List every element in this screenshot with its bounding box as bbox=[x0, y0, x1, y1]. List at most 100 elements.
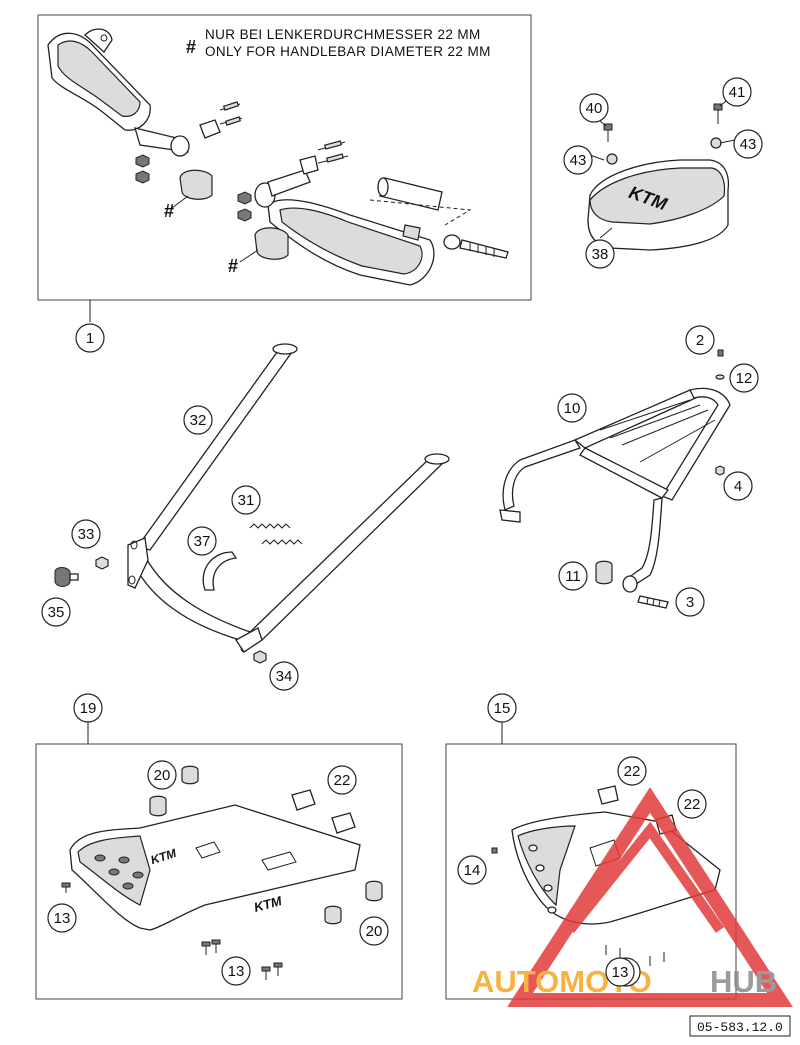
callout-layer: 1234101112131313141519202022222231323334… bbox=[41, 77, 763, 987]
callout-label: 22 bbox=[334, 772, 351, 789]
callout-circle bbox=[675, 587, 705, 617]
callout-31: 31 bbox=[231, 485, 261, 515]
handguard-kit-group: # NUR BEI LENKERDURCHMESSER 22 MM ONLY F… bbox=[37, 14, 532, 301]
callout-1: 1 bbox=[75, 323, 105, 353]
callout-circle bbox=[71, 519, 101, 549]
callout-label: 22 bbox=[624, 763, 641, 780]
callout-22: 22 bbox=[677, 789, 707, 819]
luggage-rack-drawing bbox=[499, 349, 731, 609]
callout-label: 2 bbox=[696, 332, 704, 349]
callout-20: 20 bbox=[359, 916, 389, 946]
callout-circle bbox=[183, 405, 213, 435]
skid-plate-logo-lettering: KTM bbox=[252, 893, 284, 915]
callout-label: 38 bbox=[592, 246, 609, 263]
callout-label: 19 bbox=[80, 700, 97, 717]
callout-circle bbox=[558, 561, 588, 591]
callout-circle bbox=[557, 393, 587, 423]
callout-label: 37 bbox=[194, 533, 211, 550]
callout-label: 43 bbox=[570, 152, 587, 169]
callout-label: 10 bbox=[564, 400, 581, 417]
reference-code: 05-583.12.0 bbox=[697, 1020, 783, 1035]
callout-label: 11 bbox=[565, 568, 581, 585]
callout-circle bbox=[269, 661, 299, 691]
callout-label: 22 bbox=[684, 796, 701, 813]
callout-40: 40 bbox=[579, 93, 609, 123]
callout-circle bbox=[729, 363, 759, 393]
callout-circle bbox=[327, 765, 357, 795]
callout-circle bbox=[359, 916, 389, 946]
callout-label: 1 bbox=[86, 330, 94, 347]
callout-label: 13 bbox=[228, 963, 245, 980]
right-handguard-drawing: # bbox=[228, 140, 509, 286]
callout-label: 33 bbox=[78, 526, 95, 543]
callout-label: 20 bbox=[366, 923, 383, 940]
stand-frame-drawing bbox=[54, 343, 450, 664]
automotohub-watermark: AUTOMOTO HUB bbox=[472, 787, 793, 1007]
callout-3: 3 bbox=[675, 587, 705, 617]
callout-circle bbox=[585, 239, 615, 269]
hash-marker-a: # bbox=[164, 201, 174, 221]
callout-20: 20 bbox=[147, 760, 177, 790]
callout-circle bbox=[75, 323, 105, 353]
callout-circle bbox=[733, 129, 763, 159]
callout-13: 13 bbox=[221, 956, 251, 986]
callout-label: 13 bbox=[612, 964, 629, 981]
callout-19: 19 bbox=[73, 693, 103, 723]
callout-14: 14 bbox=[457, 855, 487, 885]
callout-33: 33 bbox=[71, 519, 101, 549]
callout-38: 38 bbox=[585, 239, 615, 269]
callout-13: 13 bbox=[47, 903, 77, 933]
engine-guard-kit-group bbox=[445, 743, 737, 1000]
callout-circle bbox=[579, 93, 609, 123]
callout-12: 12 bbox=[729, 363, 759, 393]
callout-34: 34 bbox=[269, 661, 299, 691]
callout-circle bbox=[617, 756, 647, 786]
callout-label: 43 bbox=[740, 136, 757, 153]
callout-circle bbox=[41, 597, 71, 627]
callout-4: 4 bbox=[723, 471, 753, 501]
callout-2: 2 bbox=[685, 325, 715, 355]
callout-label: 31 bbox=[238, 492, 255, 509]
callout-label: 13 bbox=[54, 910, 71, 927]
callout-label: 32 bbox=[190, 412, 207, 429]
callout-circle bbox=[677, 789, 707, 819]
callout-label: 15 bbox=[494, 700, 511, 717]
callout-43: 43 bbox=[733, 129, 763, 159]
callout-10: 10 bbox=[557, 393, 587, 423]
watermark-triangle bbox=[507, 787, 793, 1007]
reference-code-box: 05-583.12.0 bbox=[689, 1015, 791, 1037]
callout-circle bbox=[563, 145, 593, 175]
callout-circle bbox=[147, 760, 177, 790]
callout-label: 20 bbox=[154, 767, 171, 784]
callout-circle bbox=[487, 693, 517, 723]
callout-circle bbox=[605, 957, 635, 987]
left-handguard-drawing: # bbox=[47, 28, 243, 221]
hash-marker-b: # bbox=[228, 256, 238, 276]
note-hash-symbol: # bbox=[186, 37, 196, 57]
callout-label: 34 bbox=[276, 668, 293, 685]
callout-11: 11 bbox=[558, 561, 588, 591]
callout-circle bbox=[231, 485, 261, 515]
callout-circle bbox=[457, 855, 487, 885]
callout-label: 12 bbox=[736, 370, 753, 387]
callout-35: 35 bbox=[41, 597, 71, 627]
seat-pad-drawing: KTM bbox=[587, 103, 730, 251]
callout-circle bbox=[685, 325, 715, 355]
callout-label: 14 bbox=[464, 862, 481, 879]
callout-circle bbox=[187, 526, 217, 556]
callout-41: 41 bbox=[722, 77, 752, 107]
note-english-line: ONLY FOR HANDLEBAR DIAMETER 22 MM bbox=[205, 44, 491, 59]
callout-circle bbox=[723, 471, 753, 501]
callout-32: 32 bbox=[183, 405, 213, 435]
note-german-line: NUR BEI LENKERDURCHMESSER 22 MM bbox=[205, 27, 481, 42]
callout-circle bbox=[221, 956, 251, 986]
callout-label: 4 bbox=[734, 478, 742, 495]
callout-label: 3 bbox=[686, 594, 694, 611]
callout-22: 22 bbox=[617, 756, 647, 786]
watermark-part2: HUB bbox=[710, 964, 777, 999]
callout-circle bbox=[73, 693, 103, 723]
callout-circle bbox=[722, 77, 752, 107]
callout-label: 35 bbox=[48, 604, 65, 621]
callout-13: 13 bbox=[605, 957, 635, 987]
